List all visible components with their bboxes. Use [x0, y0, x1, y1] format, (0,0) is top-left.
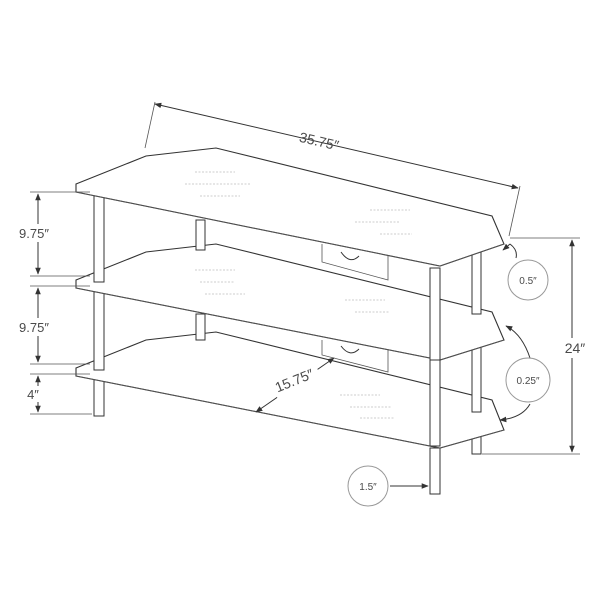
leg-diameter-label: 1.5″ [359, 482, 377, 493]
top-glass-bubble [507, 259, 549, 301]
lower-glass-label: 0.25″ [516, 376, 539, 387]
bottom-shelf-edge [75, 375, 505, 449]
total-height-label: 24″ [565, 340, 586, 356]
top-shelf-edge [75, 191, 505, 267]
middle-cable-panel [321, 340, 389, 373]
lower-glass-bubble [505, 357, 551, 403]
lower-glass-callout: 0.25″ [499, 325, 551, 423]
leg-height-label: 4″ [27, 387, 39, 402]
top-glass-callout: 0.5″ [502, 243, 549, 301]
middle-shelf [75, 243, 505, 373]
back-right-leg-upper [471, 249, 482, 315]
middle-cable-hole [340, 345, 360, 354]
leg-diameter-callout: 1.5″ [347, 465, 429, 507]
front-left-leg-lower [93, 285, 105, 371]
front-right-leg-lower [429, 359, 441, 447]
back-left-leg-lower [195, 313, 206, 341]
back-right-leg-lower [471, 341, 482, 413]
width-arrow [154, 102, 519, 190]
bottom-gap-label: 9.75″ [19, 320, 49, 335]
top-glass-label: 0.5″ [519, 276, 537, 287]
height-dimension: 24″ [482, 237, 594, 455]
front-right-leg-upper [429, 267, 441, 361]
top-cable-panel [321, 244, 389, 281]
top-gap-label: 9.75″ [19, 226, 49, 241]
leg-diameter-bubble [347, 465, 389, 507]
top-shelf-glass [75, 147, 505, 267]
front-right-foot [429, 447, 441, 495]
front-left-leg-upper [93, 191, 105, 283]
back-left-leg-upper [195, 219, 206, 251]
width-label: 35.75″ [298, 129, 341, 154]
top-cable-hole [340, 251, 360, 261]
left-dimensions: 9.75″ 9.75″ 4″ [4, 191, 92, 415]
